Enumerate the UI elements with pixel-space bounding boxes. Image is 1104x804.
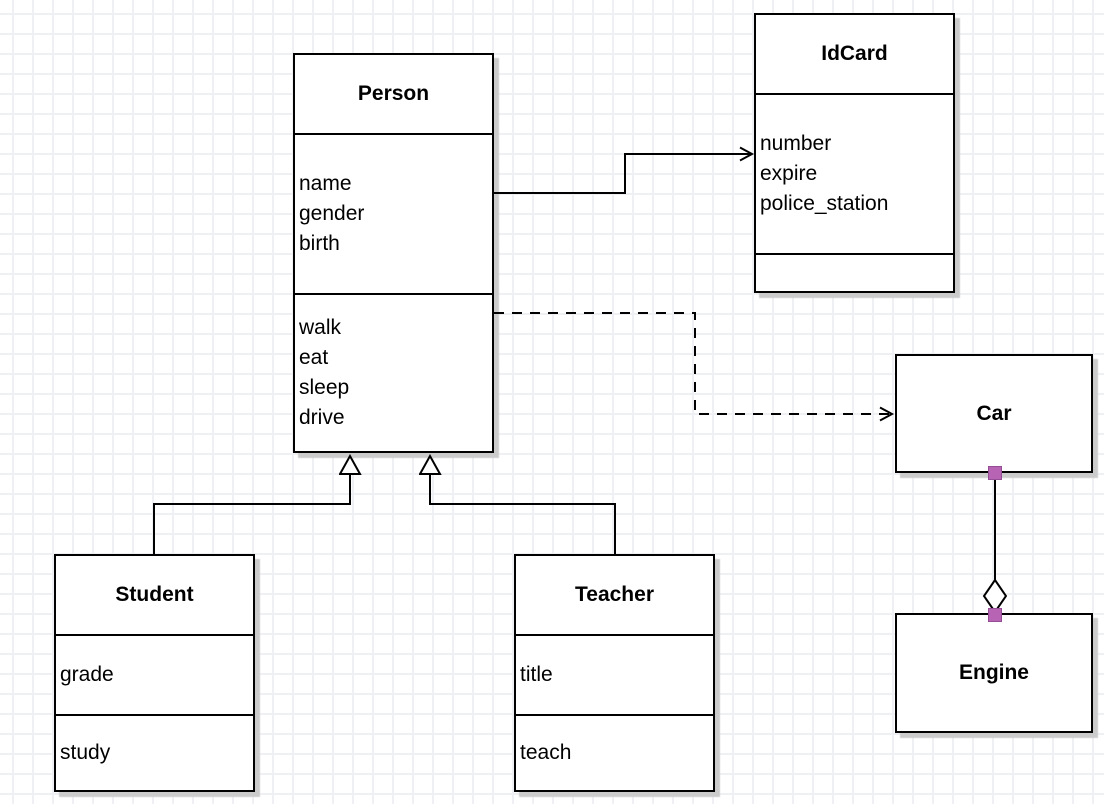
- class-title-person: Person: [357, 82, 430, 105]
- method: teach: [520, 741, 572, 764]
- attribute: expire: [760, 162, 818, 185]
- class-box-car[interactable]: Car: [895, 354, 1093, 473]
- class-methods-student: study: [56, 714, 253, 790]
- method: study: [60, 741, 111, 764]
- class-attributes-student: grade: [56, 634, 253, 714]
- attribute: title: [520, 663, 553, 686]
- class-attributes-person: name gender birth: [295, 133, 492, 293]
- attribute: number: [760, 132, 832, 155]
- class-methods-person: walk eat sleep drive: [295, 293, 492, 451]
- connector-student-person[interactable]: [153, 456, 350, 554]
- class-methods-teacher: teach: [516, 714, 713, 790]
- class-attributes-teacher: title: [516, 634, 713, 714]
- attribute: police_station: [760, 192, 889, 215]
- class-box-teacher[interactable]: Teacher title teach: [514, 554, 715, 792]
- attribute: name: [299, 172, 352, 195]
- method: sleep: [299, 376, 350, 399]
- connector-person-car[interactable]: [494, 312, 895, 422]
- connector-teacher-person[interactable]: [430, 456, 616, 554]
- attribute: grade: [60, 663, 114, 686]
- method: drive: [299, 406, 345, 429]
- attribute: birth: [299, 232, 340, 255]
- class-attributes-idcard: number expire police_station: [756, 93, 953, 253]
- class-methods-idcard: [756, 253, 953, 291]
- method: walk: [299, 316, 342, 339]
- class-title-idcard: IdCard: [821, 42, 888, 65]
- class-box-engine[interactable]: Engine: [895, 613, 1093, 733]
- connection-point[interactable]: [988, 466, 1002, 480]
- method: eat: [299, 346, 329, 369]
- class-title-engine: Engine: [958, 661, 1029, 684]
- class-box-person[interactable]: Person name gender birth walk eat sleep drive: [293, 53, 494, 453]
- class-box-idcard[interactable]: IdCard number expire police_station: [754, 13, 955, 293]
- class-box-student[interactable]: Student grade study: [54, 554, 255, 792]
- connection-point[interactable]: [988, 608, 1002, 622]
- class-title-car: Car: [976, 401, 1012, 425]
- class-title-student: Student: [115, 583, 194, 606]
- attribute: gender: [299, 202, 365, 225]
- class-title-teacher: Teacher: [575, 583, 654, 606]
- connector-person-idcard[interactable]: [494, 146, 755, 194]
